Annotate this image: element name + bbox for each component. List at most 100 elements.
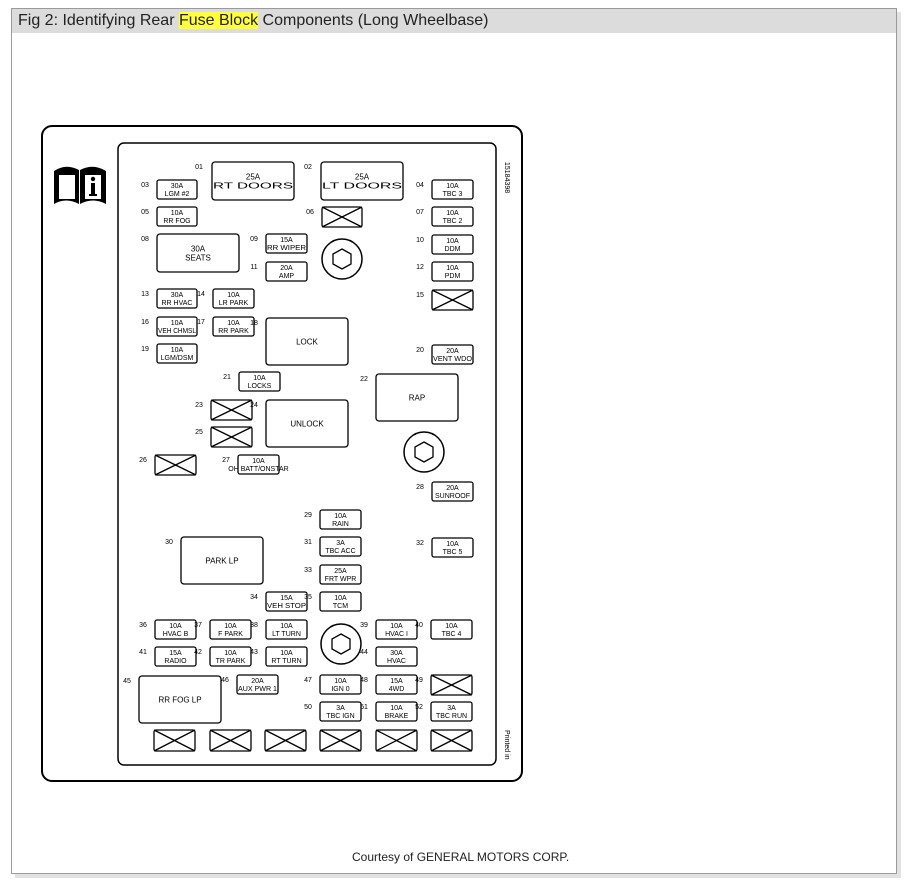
component-number: 11 [250,264,257,271]
printed-in-label: Printed in [503,730,510,760]
fuse-box [209,619,252,640]
mounting-stud-icon [321,238,363,280]
component-number: 08 [141,236,149,243]
component-number: 38 [250,622,258,629]
component-number: 26 [139,457,147,464]
component-label: LGM/DSM [161,355,194,362]
component-label: RT TURN [271,658,301,665]
title-highlight: Fuse Block [178,12,259,29]
fuse-box [156,343,198,364]
component-number: 07 [416,209,424,216]
frame-shadow-bottom [15,874,901,878]
fuse-box [156,316,198,337]
component-number: 30 [165,539,173,546]
fuse-rating: 10A [171,347,184,354]
fuse-box [431,206,474,227]
component-label: TBC RUN [436,713,467,720]
component-number: 14 [197,291,205,298]
component-number: 50 [304,704,312,711]
fuse-box [375,674,418,695]
component-label: TBC 2 [443,218,463,225]
fuse-box [265,261,308,282]
fuse-box [265,591,308,612]
component-number: 01 [195,164,203,171]
component-label: HVAC [387,658,406,665]
spare-slot-cross [321,206,363,228]
fuse-box [319,674,362,695]
title-prefix: Fig 2: Identifying Rear [18,12,179,29]
component-label: F PARK [218,631,243,638]
component-label: LOCK [296,337,318,346]
component-number: 37 [194,622,202,629]
fuse-rating: 10A [224,650,237,657]
fuse-rating: 3A [336,540,345,547]
component-label: 4WD [389,686,405,693]
mounting-studs [320,238,445,665]
fuse-rating: 10A [390,623,403,630]
component-label: RAIN [332,521,349,528]
component-number: 21 [223,374,231,381]
fuse-rating: 10A [171,210,184,217]
fuse-rating: 10A [446,238,459,245]
component-label: RT DOORS [213,181,293,190]
component-number: 52 [415,704,423,711]
component-number: 05 [141,209,149,216]
component-label: TR PARK [216,658,246,665]
component-label: LGM #2 [165,191,190,198]
fuse-component: 25 [195,426,253,448]
figure-title-bar: Fig 2: Identifying Rear Fuse Block Compo… [12,9,896,33]
component-label: HVAC B [163,631,189,638]
fuse-rating: 30A [390,650,403,657]
component-number: 31 [304,539,312,546]
fuse-component: 26 [139,454,197,476]
fuse-rating: 10A [446,265,459,272]
component-number: 22 [360,376,368,383]
component-label: RAP [409,393,425,402]
fuse-rating: 10A [253,375,266,382]
fuse-rating: 3A [447,705,456,712]
component-number: 29 [304,512,312,519]
fuse-rating: 30A [171,292,184,299]
component-number: 10 [416,237,424,244]
fuse-box [375,646,418,667]
fuse-box [430,619,473,640]
fuse-box [431,261,474,282]
fuse-rating: 20A [446,348,459,355]
spare-slot-icon [375,729,418,752]
fuse-rating: 3A [336,705,345,712]
spare-slot-icon [430,729,473,752]
component-label: VENT WDO [433,356,473,363]
component-label: LT TURN [272,631,301,638]
spare-slot-icon [319,729,362,752]
component-number: 41 [139,649,147,656]
fuse-rating: 10A [445,623,458,630]
fuse-box [375,619,418,640]
fuse-rating: 10A [334,513,347,520]
fuse-box [431,179,474,200]
component-label: LOCKS [248,383,272,390]
mounting-stud-icon [403,431,445,473]
component-label: RR FOG [163,218,190,225]
component-number: 04 [416,182,424,189]
fuse-box [154,646,197,667]
component-number: 51 [360,704,368,711]
